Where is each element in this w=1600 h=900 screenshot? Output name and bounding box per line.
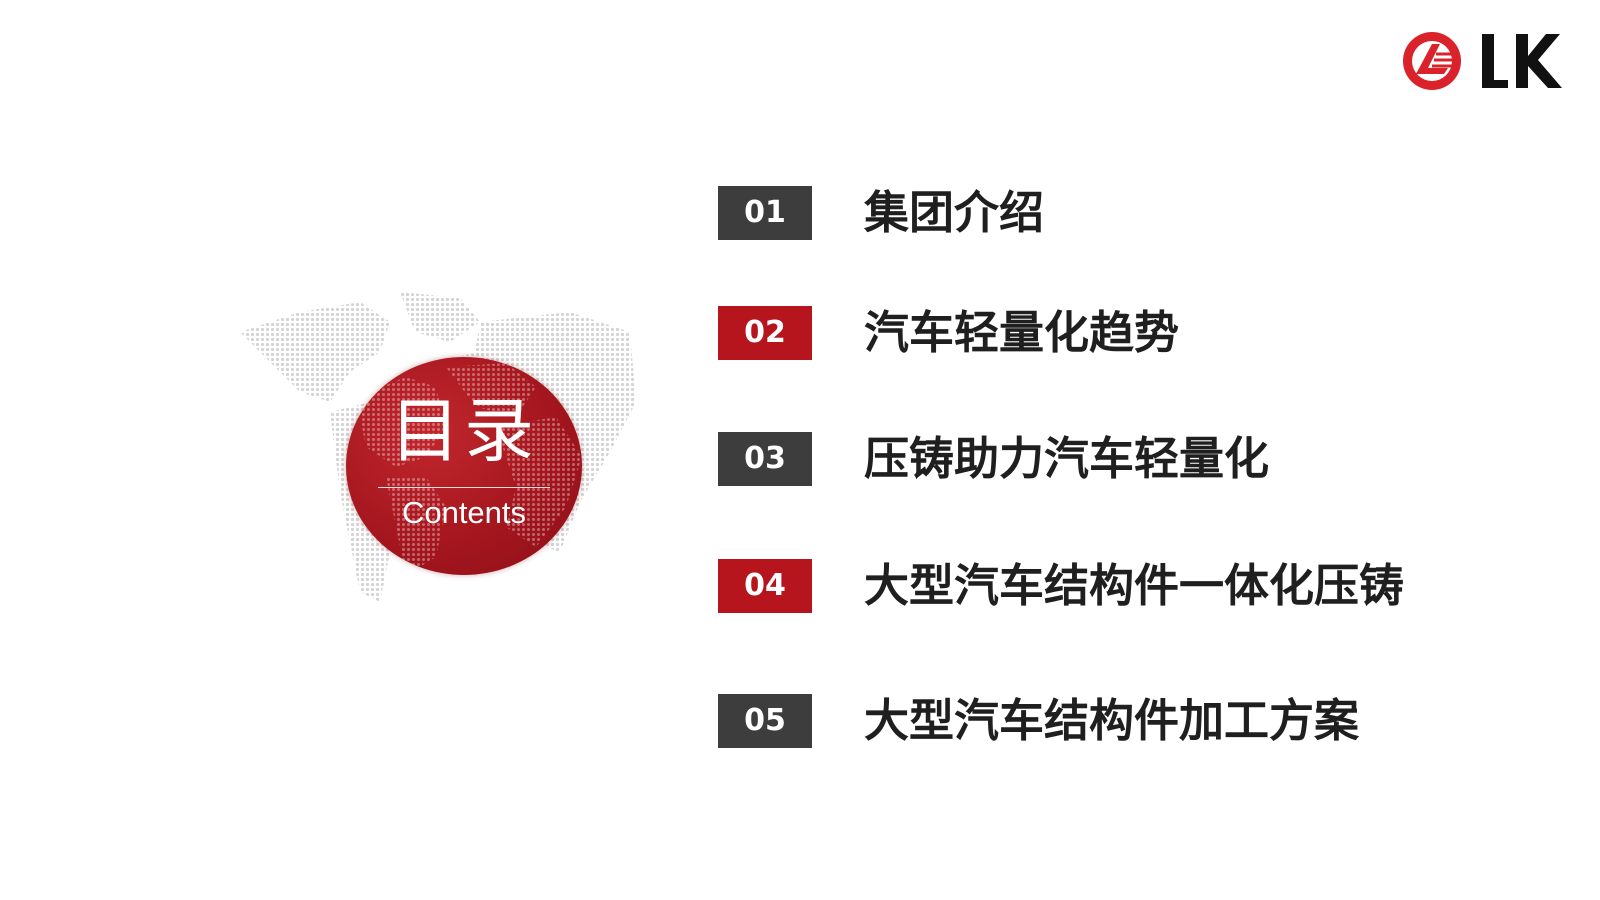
toc-label: 大型汽车结构件一体化压铸 xyxy=(864,559,1405,612)
toc-label: 集团介绍 xyxy=(864,186,1045,239)
toc-item-05[interactable]: 05 大型汽车结构件加工方案 xyxy=(718,694,1578,748)
contents-divider xyxy=(378,487,550,488)
toc-label: 压铸助力汽车轻量化 xyxy=(864,432,1270,485)
toc-number-badge: 01 xyxy=(718,186,812,240)
toc-number-badge: 05 xyxy=(718,694,812,748)
contents-circle: 目录 Contents xyxy=(346,357,582,575)
toc-item-01[interactable]: 01 集团介绍 xyxy=(718,186,1578,240)
toc-number-badge: 03 xyxy=(718,432,812,486)
toc-label: 大型汽车结构件加工方案 xyxy=(864,694,1360,747)
lk-logo xyxy=(1403,32,1562,90)
toc-item-02[interactable]: 02 汽车轻量化趋势 xyxy=(718,306,1578,360)
toc-number-badge: 02 xyxy=(718,306,812,360)
contents-title: 目录 xyxy=(390,390,538,472)
circle-map-dots xyxy=(356,363,582,575)
toc-label: 汽车轻量化趋势 xyxy=(864,306,1180,359)
toc-item-04[interactable]: 04 大型汽车结构件一体化压铸 xyxy=(718,559,1578,613)
contents-subtitle: Contents xyxy=(401,495,527,530)
toc-item-03[interactable]: 03 压铸助力汽车轻量化 xyxy=(718,432,1578,486)
toc-number-badge: 04 xyxy=(718,559,812,613)
toc-list: 01 集团介绍 02 汽车轻量化趋势 03 压铸助力汽车轻量化 04 大型汽车结… xyxy=(718,0,1578,900)
